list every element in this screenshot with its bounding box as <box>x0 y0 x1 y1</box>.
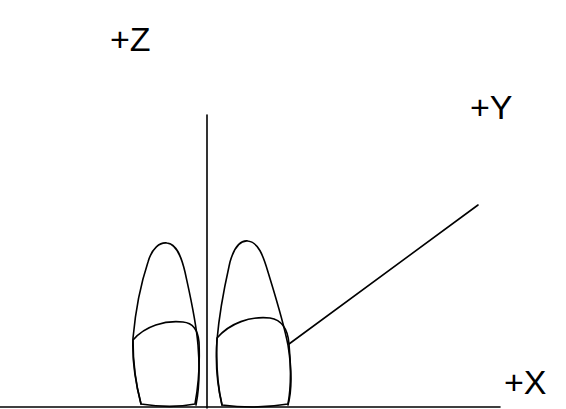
left-tooth-crown <box>133 322 199 407</box>
axis-label: +Z <box>110 22 151 56</box>
y-axis <box>289 205 478 344</box>
axis-label: +Y <box>470 90 513 124</box>
right-tooth-crown <box>217 318 291 407</box>
axis-label: +X <box>504 365 547 399</box>
z-axis <box>206 115 208 408</box>
